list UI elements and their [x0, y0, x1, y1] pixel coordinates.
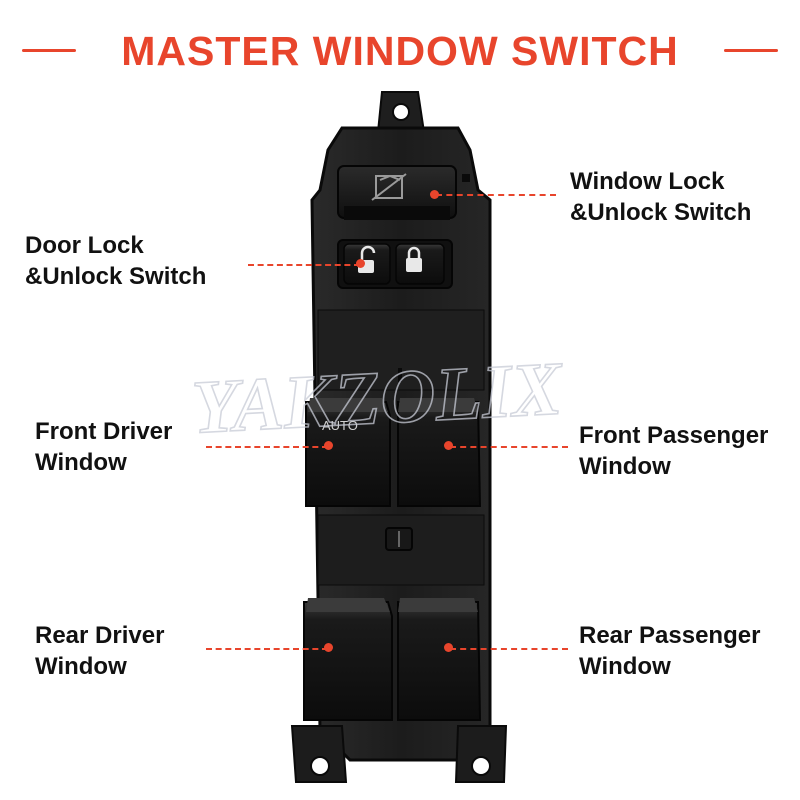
dot-window-lock — [430, 190, 439, 199]
rear-driver-window-switch — [303, 598, 393, 721]
auto-label: AUTO — [322, 418, 358, 433]
rear-passenger-window-switch — [397, 598, 482, 721]
label-front-driver-line2: Window — [35, 449, 127, 476]
leader-front-passenger — [450, 446, 568, 448]
mirror-selector-knob — [385, 527, 413, 551]
label-rear-driver-line2: Window — [35, 653, 127, 680]
leader-window-lock — [436, 194, 556, 196]
label-front-driver-line1: Front Driver — [35, 418, 173, 445]
label-window-lock-line1: Window Lock — [570, 168, 725, 195]
housing-slit — [398, 368, 402, 382]
title-line-right — [724, 49, 778, 52]
label-door-lock-line2: &Unlock Switch — [25, 263, 207, 290]
leader-front-driver — [206, 446, 328, 448]
watermark-text: YAKZOLIX — [190, 346, 566, 449]
dot-rear-passenger — [444, 643, 453, 652]
front-driver-window-switch — [305, 398, 391, 507]
door-lock-switch — [337, 239, 453, 289]
window-lock-crossed-icon — [371, 173, 407, 201]
page-title: MASTER WINDOW SWITCH — [121, 28, 679, 74]
label-door-lock: Door Lock &Unlock Switch — [25, 230, 206, 292]
label-rear-driver-line1: Rear Driver — [35, 622, 165, 649]
dot-rear-driver — [324, 643, 333, 652]
title-bar: MASTER WINDOW SWITCH — [0, 18, 800, 82]
window-lock-switch — [337, 165, 470, 220]
label-rear-passenger-line2: Window — [579, 653, 671, 680]
label-window-lock-line2: &Unlock Switch — [570, 199, 752, 226]
label-door-lock-line1: Door Lock — [25, 232, 144, 259]
leader-door-lock — [248, 264, 360, 266]
label-front-passenger: Front Passenger Window — [579, 420, 768, 482]
label-rear-passenger: Rear Passenger Window — [579, 620, 760, 682]
padlock-closed-icon — [406, 246, 422, 272]
front-passenger-window-switch — [397, 398, 482, 507]
title-line-left — [22, 49, 76, 52]
leader-rear-passenger — [450, 648, 568, 650]
dot-front-passenger — [444, 441, 453, 450]
label-front-passenger-line2: Window — [579, 453, 671, 480]
label-front-driver: Front Driver Window — [35, 416, 172, 478]
label-rear-passenger-line1: Rear Passenger — [579, 622, 761, 649]
label-rear-driver: Rear Driver Window — [35, 620, 164, 682]
leader-rear-driver — [206, 648, 328, 650]
dot-front-driver — [324, 441, 333, 450]
dot-door-lock — [356, 259, 365, 268]
label-front-passenger-line1: Front Passenger — [579, 422, 769, 449]
bottom-mounting-tabs — [290, 725, 508, 783]
label-window-lock: Window Lock &Unlock Switch — [570, 166, 751, 228]
top-mounting-tab — [376, 91, 426, 133]
